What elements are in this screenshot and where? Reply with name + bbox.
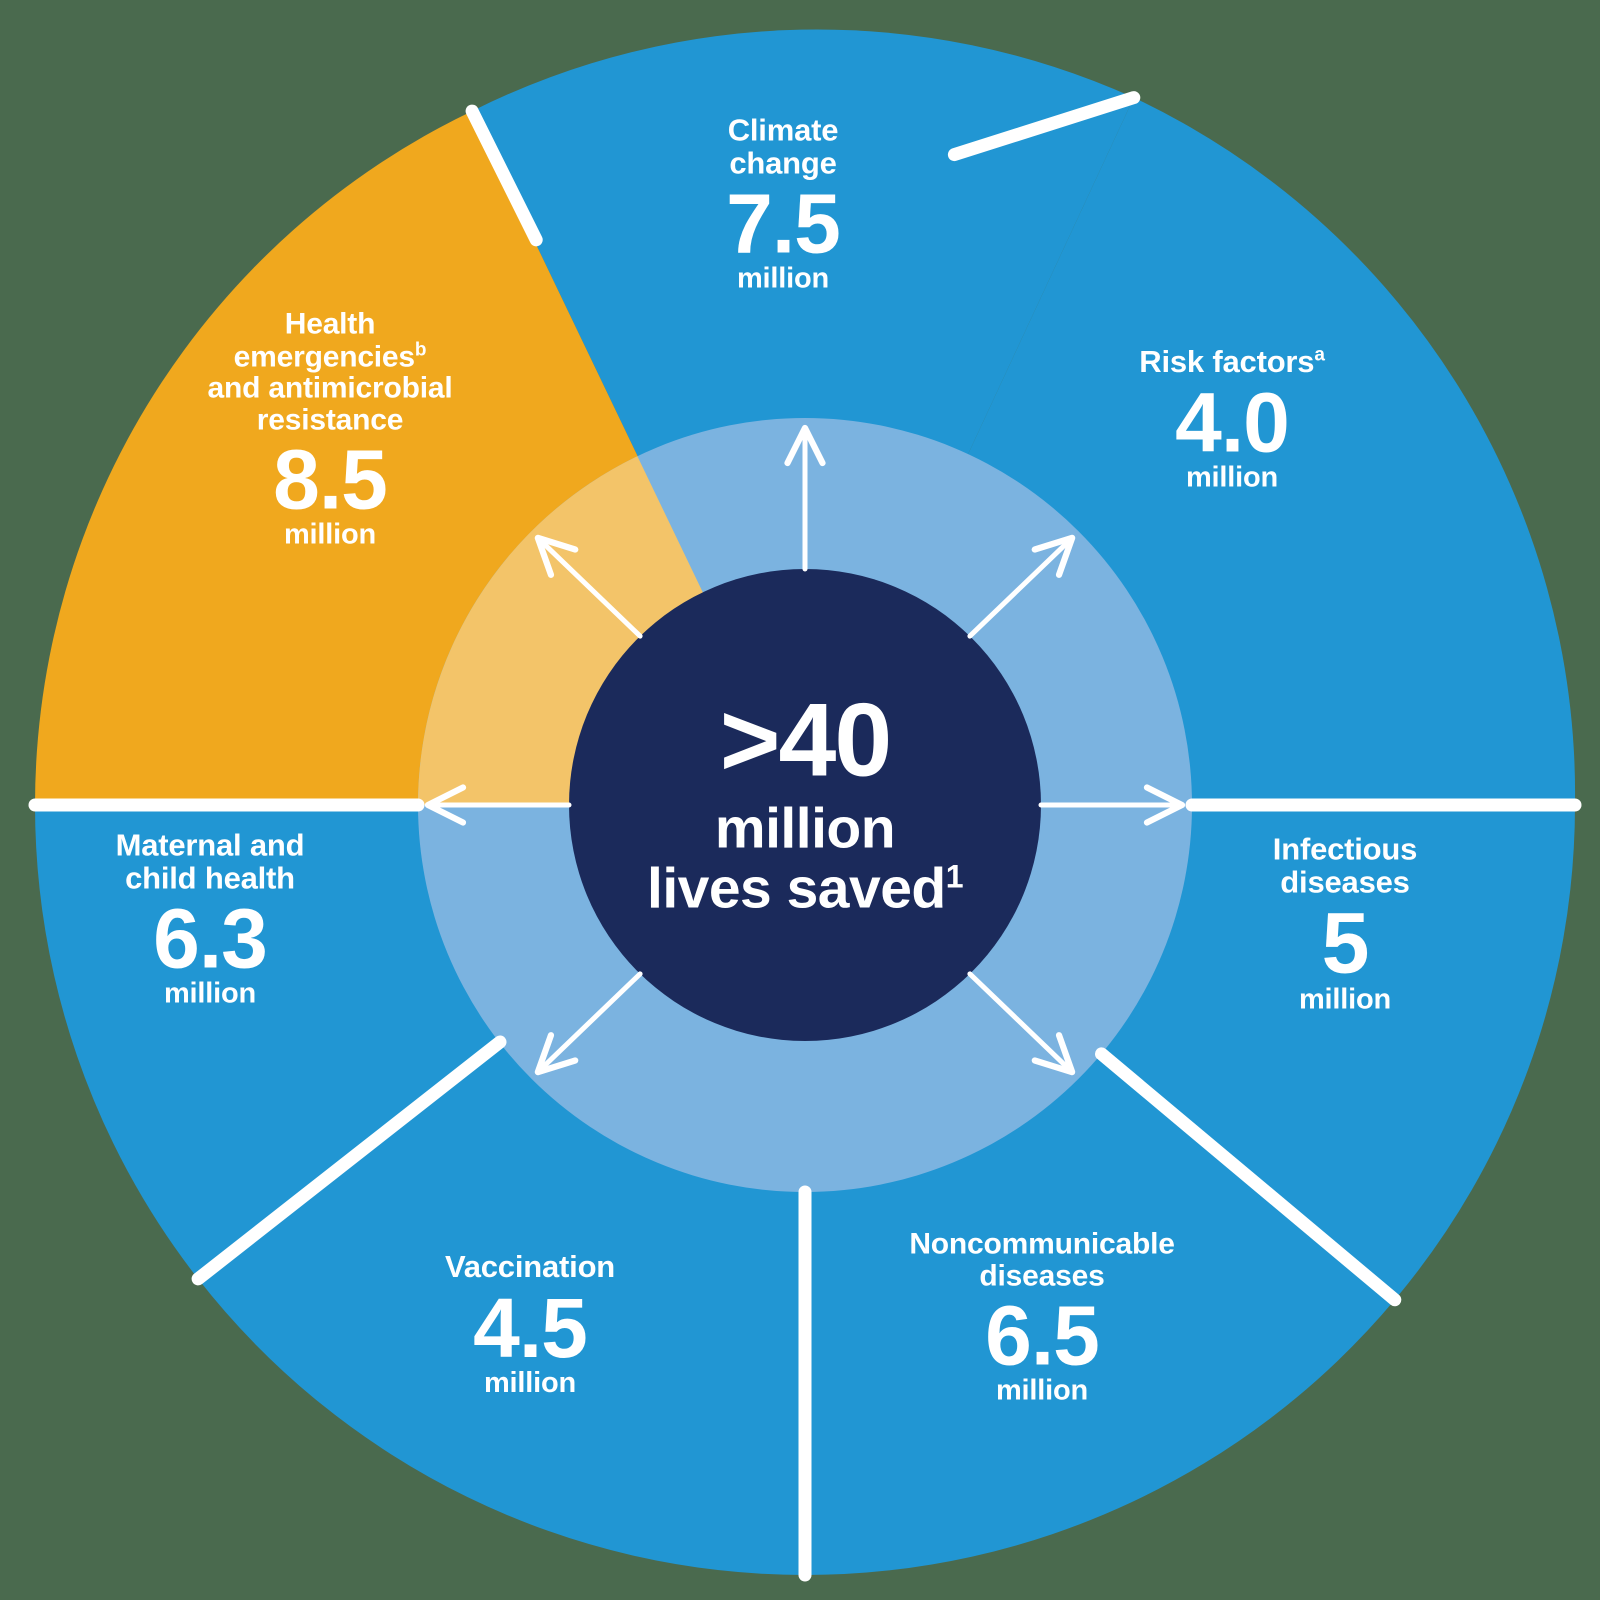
arrow-vaccination [534,971,643,1076]
arrow-noncommunicable-diseases [967,971,1076,1076]
arrow-risk-factors [967,534,1076,639]
divider-climate-emergencies [465,104,543,247]
divider-infectious-ncd [1095,1047,1402,1307]
arrow-health-emergencies-and-amr [534,534,643,639]
radial-arrows [424,424,1186,1076]
divider-vaccination-maternal [191,1035,507,1286]
center-circle [569,569,1041,1041]
segment-dividers [28,91,1582,1582]
divider-climate-risk [947,91,1141,162]
segment-climate-change[interactable] [472,29,1134,806]
